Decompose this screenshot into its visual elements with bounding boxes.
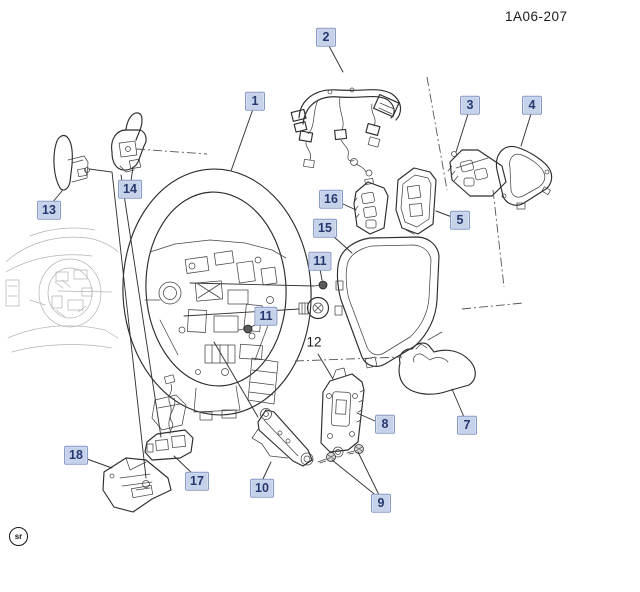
callout-3: 3 (460, 95, 480, 115)
fastener-12 (298, 296, 330, 320)
callout-7: 7 (457, 415, 477, 435)
callout-11-upper: 11 (308, 251, 332, 271)
trim-cover-15 (334, 236, 443, 369)
callout-1: 1 (245, 91, 265, 111)
ghost-vehicle-sketch (5, 227, 119, 353)
callout-13: 13 (37, 200, 61, 220)
wiring-harness (290, 87, 402, 177)
callout-14: 14 (118, 179, 142, 199)
callout-9: 9 (371, 493, 391, 513)
callout-2: 2 (316, 27, 336, 47)
steering-wheel (122, 168, 312, 435)
paddle-right (111, 112, 147, 173)
lower-cover-7 (398, 342, 476, 395)
screws-9 (317, 444, 364, 464)
callout-4: 4 (522, 95, 542, 115)
callout-5: 5 (450, 210, 470, 230)
module-8 (320, 367, 365, 458)
bracket-10 (251, 408, 314, 467)
callout-17: 17 (185, 471, 209, 491)
callout-11-lower: 11 (254, 306, 278, 326)
bezel-5 (395, 167, 437, 235)
callout-12: 12 (306, 334, 322, 350)
callout-16: 16 (319, 189, 343, 209)
bracket-18 (102, 457, 172, 513)
screw-11-upper (313, 280, 328, 290)
screw-11-lower (237, 324, 253, 334)
callout-15: 15 (313, 218, 337, 238)
source-stamp: sr (9, 527, 28, 546)
figure-code: 1A06-207 (505, 9, 568, 24)
phantom-lines (135, 76, 524, 362)
bezel-right (495, 145, 553, 210)
callout-10: 10 (250, 478, 274, 498)
leader-lines (51, 45, 532, 498)
connector-17 (144, 374, 194, 461)
callout-8: 8 (375, 414, 395, 434)
switch-16 (353, 177, 389, 235)
switch-pack-left (447, 149, 507, 197)
paddle-left (53, 135, 90, 191)
callout-18: 18 (64, 445, 88, 465)
